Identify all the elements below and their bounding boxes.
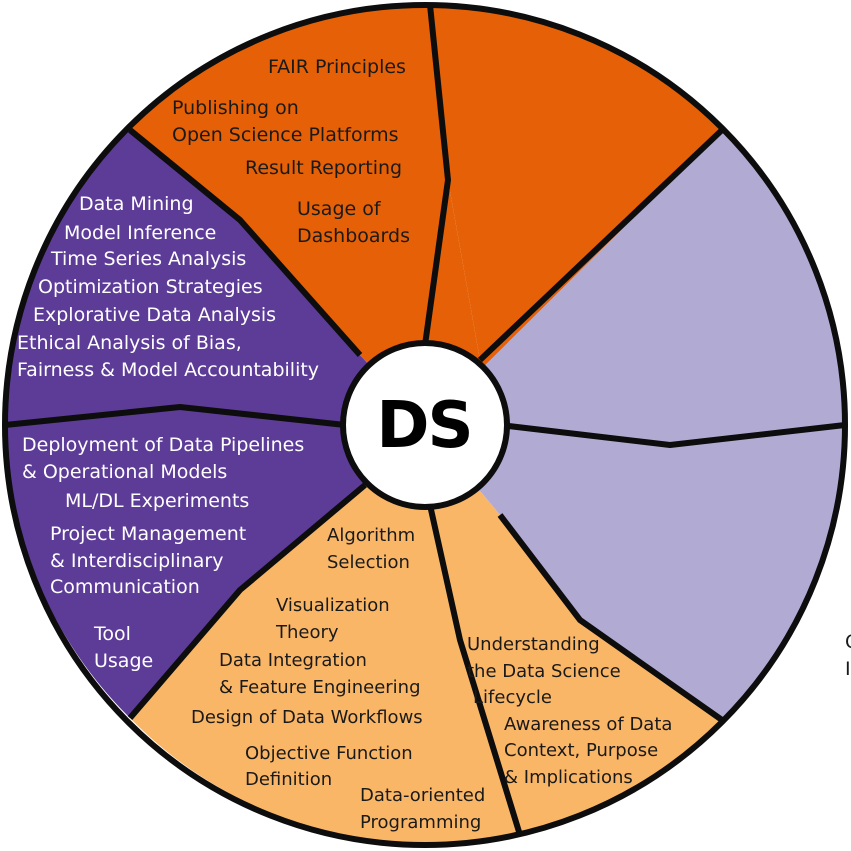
label-communication: Communication — [50, 576, 200, 598]
label-data-science: the Data Science — [467, 661, 621, 682]
label-data-integration: Data Integration — [219, 650, 367, 671]
label-context-purpose: Context, Purpose — [504, 740, 658, 761]
segment-bottom-left-labels: Algorithm Selection Visualization Theory… — [191, 525, 485, 833]
center-label: DS — [376, 389, 471, 463]
label-data-mining: Data Mining — [79, 193, 194, 215]
label-usage: Usage — [94, 650, 153, 672]
segment-left-lower-labels: Deployment of Data Pipelines & Operation… — [22, 434, 304, 672]
label-definition: Definition — [245, 769, 332, 790]
label-model-inference: Model Inference — [64, 222, 216, 244]
clipped-text-2: I — [845, 658, 851, 680]
label-objective-function: Objective Function — [245, 743, 413, 764]
label-design-data-workflows: Design of Data Workflows — [191, 707, 423, 728]
divider-right — [499, 422, 846, 448]
label-fair-principles: FAIR Principles — [268, 56, 406, 78]
segment-left-upper — [5, 130, 425, 425]
label-lifecycle: Lifecycle — [473, 687, 552, 708]
segment-top-right — [425, 5, 722, 425]
label-awareness-data: Awareness of Data — [504, 714, 672, 735]
label-tool: Tool — [93, 623, 131, 645]
divider-top — [422, 4, 451, 346]
label-dashboards: Dashboards — [297, 225, 410, 247]
divider-lower-right — [497, 513, 724, 723]
center-circle — [340, 340, 510, 510]
label-explorative-data-analysis: Explorative Data Analysis — [33, 304, 276, 326]
divider-lines — [4, 4, 846, 836]
label-programming: Programming — [360, 812, 481, 833]
label-data-oriented: Data-oriented — [360, 785, 485, 806]
label-time-series-analysis: Time Series Analysis — [50, 248, 246, 270]
label-ml-dl-experiments: ML/DL Experiments — [65, 490, 249, 512]
label-deployment-pipelines: Deployment of Data Pipelines — [22, 434, 304, 456]
segment-top-left — [130, 4, 480, 425]
segment-right-upper — [425, 130, 845, 445]
segment-bottom-right — [425, 425, 722, 835]
divider-top-right — [477, 127, 725, 363]
divider-left — [4, 404, 346, 428]
label-feature-engineering: & Feature Engineering — [219, 677, 421, 698]
label-open-science-platforms: Open Science Platforms — [172, 124, 399, 146]
segment-left-upper-labels: Data Mining Model Inference Time Series … — [17, 193, 319, 381]
label-theory: Theory — [275, 622, 339, 643]
divider-lower-left — [127, 482, 367, 720]
segment-top-left-labels: FAIR Principles Publishing on Open Scien… — [172, 56, 410, 247]
label-ethical-analysis: Ethical Analysis of Bias, — [17, 332, 242, 354]
label-usage-of: Usage of — [297, 198, 382, 220]
label-publishing-on: Publishing on — [172, 97, 299, 119]
divider-upper-left — [128, 127, 363, 357]
label-visualization: Visualization — [276, 595, 390, 616]
label-implications: & Implications — [504, 767, 633, 788]
label-result-reporting: Result Reporting — [245, 157, 402, 179]
label-selection: Selection — [327, 552, 410, 573]
label-interdisciplinary: & Interdisciplinary — [50, 550, 223, 572]
label-fairness-accountability: Fairness & Model Accountability — [17, 359, 319, 381]
label-understanding: Understanding — [467, 634, 600, 655]
segment-right-lower — [425, 425, 845, 720]
label-operational-models: & Operational Models — [22, 461, 227, 483]
label-algorithm: Algorithm — [327, 525, 415, 546]
clipped-text-1: C — [845, 631, 851, 653]
label-optimization-strategies: Optimization Strategies — [38, 276, 263, 298]
label-project-management: Project Management — [50, 523, 246, 545]
segment-bottom-left — [130, 425, 520, 845]
segment-left-lower — [5, 407, 425, 718]
divider-bottom — [427, 504, 523, 836]
segment-bottom-right-labels: Understanding the Data Science Lifecycle… — [467, 634, 672, 788]
